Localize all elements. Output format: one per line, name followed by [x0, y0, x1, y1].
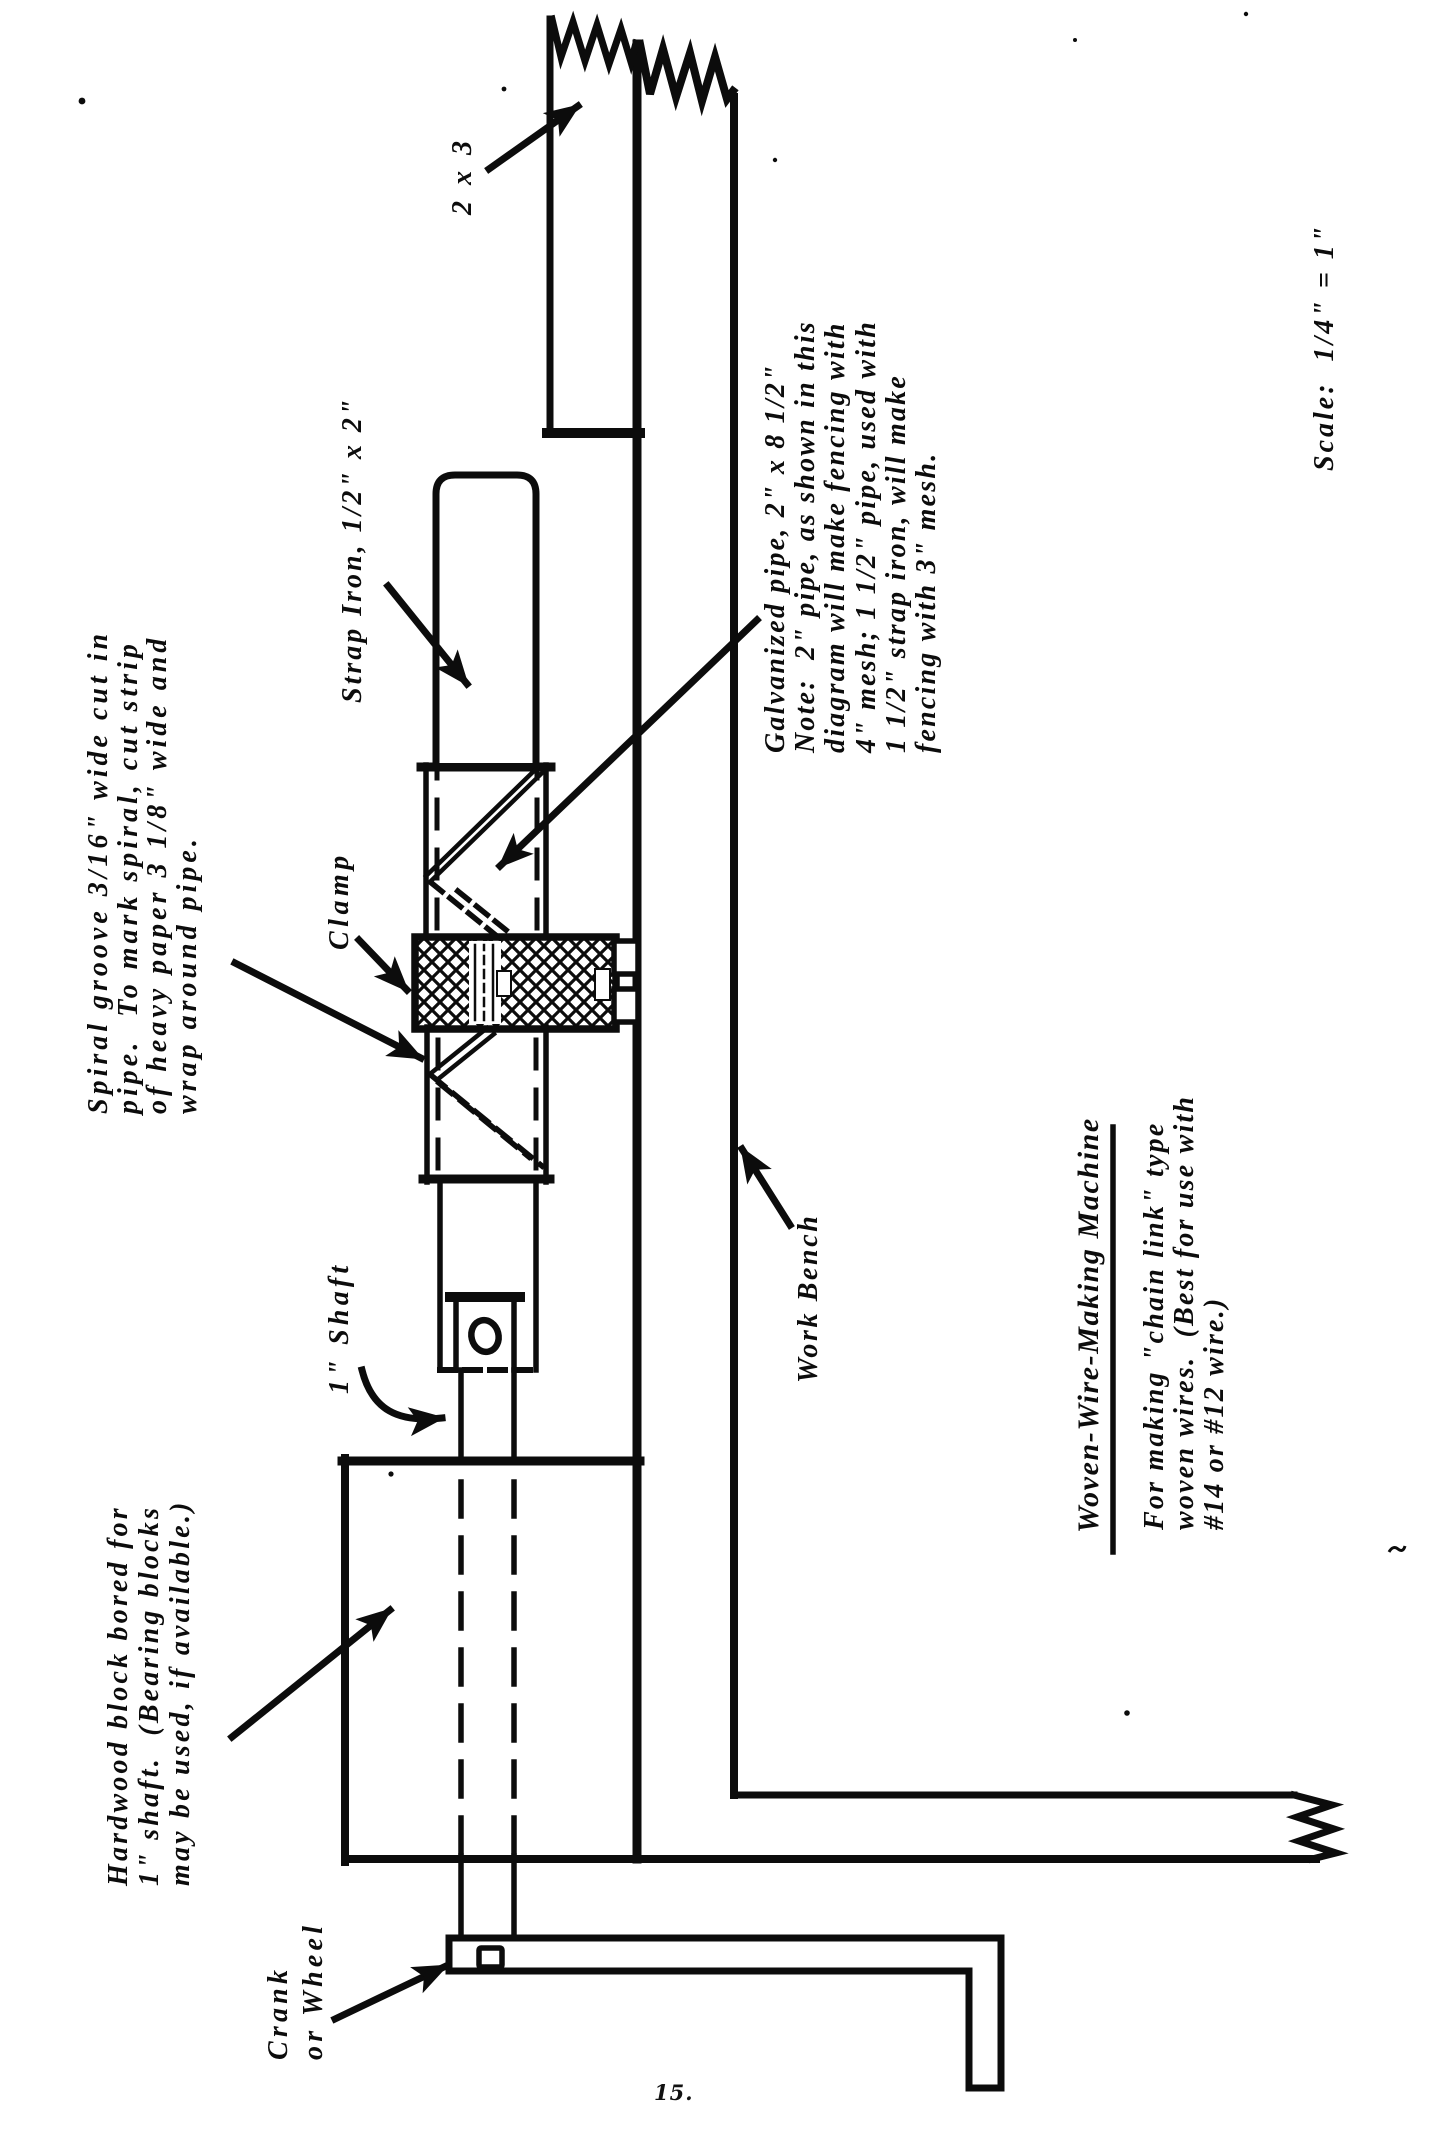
- arrow-shaft-curved: [357, 1365, 446, 1437]
- clamp-bolt-1: [611, 986, 641, 1025]
- clamp-slot-1: [496, 970, 512, 997]
- arrow-work-bench: [737, 1144, 795, 1230]
- label-line: Hardwood block bored for: [103, 1505, 134, 1886]
- label-line: 1" shaft. (Bearing blocks: [134, 1504, 165, 1886]
- label-line: Galvanized pipe, 2" x 8 1/2": [760, 363, 791, 753]
- label-line: Crank: [263, 1965, 294, 2060]
- spiral-groove-solid-b: [433, 1030, 498, 1084]
- arrow-2x3: [484, 101, 583, 174]
- label-line: or Wheel: [298, 1921, 329, 2060]
- arrow-hardwood-block: [227, 1605, 395, 1742]
- bench-torn-edge-zigzag: [635, 34, 739, 117]
- leg-torn-edge-zigzag: [1285, 1790, 1349, 1864]
- spiral-groove-hidden-b: [435, 1079, 533, 1161]
- label-line: Note: 2" pipe, as shown in this: [790, 320, 822, 753]
- spiral-groove-solid-a: [426, 1024, 491, 1078]
- label-line: diagram will make fencing with: [820, 321, 852, 753]
- arrow-spiral-groove: [230, 958, 426, 1063]
- label-clamp: Clamp: [324, 851, 355, 950]
- label-line: may be used, if available.): [165, 1499, 196, 1886]
- shaft-pin-hole: [468, 1316, 502, 1356]
- label-line: 1 1/2" strap iron, will make: [880, 374, 912, 753]
- strap-iron-bar: [432, 471, 540, 767]
- spiral-groove-hidden-d: [450, 884, 510, 934]
- diagram-linework: [227, 10, 1349, 2092]
- label-line: pipe. To mark spiral, cut strip: [112, 640, 144, 1114]
- clamp-slot-2: [594, 968, 611, 1001]
- arrow-galvanized-pipe: [495, 615, 762, 871]
- spiral-groove-solid-d: [427, 769, 546, 885]
- crank-handle: [445, 1934, 1005, 2092]
- label-work-bench: Work Bench: [793, 1213, 824, 1383]
- crank-shaft-square: [476, 1945, 505, 1970]
- page-number: 15.: [654, 2080, 694, 2105]
- label-shaft: 1" Shaft: [324, 1261, 355, 1394]
- arrow-clamp: [354, 935, 412, 995]
- label-line: fencing with 3" mesh.: [911, 451, 943, 753]
- label-line: 4" mesh; 1 1/2" pipe, used with: [850, 320, 882, 753]
- label-galvanized-note: Galvanized pipe, 2" x 8 1/2"Note: 2" pip…: [760, 320, 943, 753]
- label-line: Spiral groove 3/16" wide cut in: [83, 629, 114, 1114]
- arrow-strap-iron: [383, 581, 472, 689]
- clamp-block: [411, 933, 620, 1033]
- subtitle-line: For making "chain link" type: [1139, 1121, 1170, 1530]
- subtitle-line: #14 or #12 wire.): [1199, 1296, 1230, 1530]
- label-line: of heavy paper 3 1/8" wide and: [142, 634, 173, 1114]
- clamp-bolt-2: [611, 938, 641, 977]
- arrow-crank: [330, 1961, 451, 2024]
- board-2x3-torn-edge-zigzag: [547, 10, 641, 76]
- scale-note: Scale: 1/4" = 1": [1309, 223, 1340, 471]
- subtitle-line: woven wires. (Best for use with: [1169, 1094, 1200, 1530]
- label-strap-iron: Strap Iron, 1/2" x 2": [337, 396, 368, 703]
- label-2x3: 2 x 3: [447, 136, 478, 216]
- spiral-groove-solid-c: [422, 764, 541, 880]
- page-title: Woven-Wire-Making Machine: [1072, 1117, 1105, 1533]
- label-line: wrap around pipe.: [171, 835, 203, 1114]
- scan-specks: [78, 11, 1407, 1716]
- spiral-groove-hidden-c: [425, 877, 502, 941]
